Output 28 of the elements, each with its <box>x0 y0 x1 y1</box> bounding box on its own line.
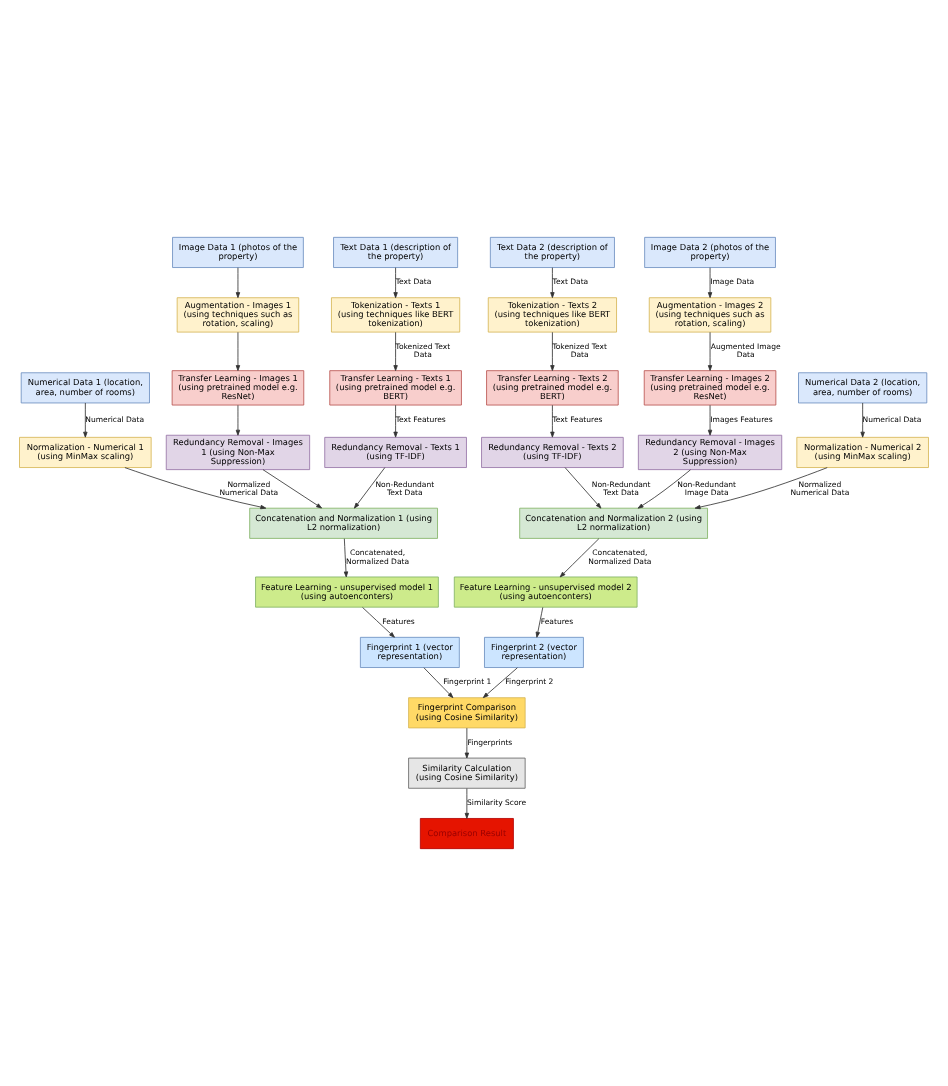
arrow <box>464 788 470 819</box>
arrow <box>423 667 454 699</box>
arrow <box>860 402 865 438</box>
arrow <box>362 607 395 638</box>
arrow <box>83 402 88 438</box>
arrow <box>550 404 555 438</box>
arrow <box>550 331 555 371</box>
arrow <box>262 469 323 509</box>
arrow <box>124 467 267 510</box>
arrow <box>637 469 691 509</box>
arrow <box>235 331 241 371</box>
arrow <box>393 331 398 371</box>
arrow <box>393 267 398 299</box>
arrow <box>707 404 713 436</box>
arrow <box>707 331 713 371</box>
arrow <box>707 267 713 299</box>
arrow <box>694 467 828 510</box>
arrow <box>393 404 398 438</box>
arrow <box>550 267 555 299</box>
arrow <box>564 467 602 509</box>
arrow <box>559 538 600 578</box>
arrow <box>482 667 518 699</box>
arrow <box>235 267 241 299</box>
arrow <box>343 538 349 578</box>
arrow <box>535 607 544 638</box>
arrow <box>464 727 470 759</box>
arrow <box>235 404 241 436</box>
arrow <box>353 467 386 509</box>
